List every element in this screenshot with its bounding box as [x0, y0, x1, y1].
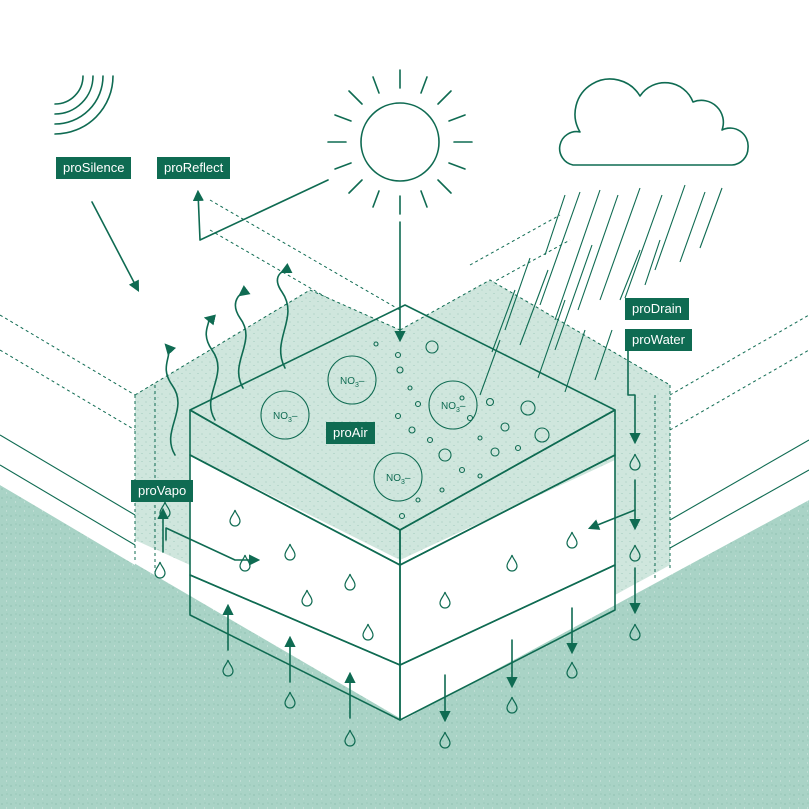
- label-pro-vapo: proVapo: [131, 480, 194, 502]
- label-pro-water: proWater: [625, 329, 692, 351]
- pit-outline: [134, 279, 671, 580]
- label-pro-air: proAir: [326, 422, 375, 444]
- nitrate-circle: NO3–: [327, 355, 377, 405]
- rain-icon: [479, 184, 723, 396]
- label-pro-reflect: proReflect: [157, 157, 231, 179]
- sound-waves-icon: [54, 75, 114, 135]
- left-pit-wall: [135, 290, 400, 565]
- vapor-wave-icons: [164, 262, 293, 456]
- svg-text:NO3–: NO3–: [441, 401, 466, 414]
- reflect-arrow: [192, 179, 329, 241]
- capillary-arrows: [157, 339, 641, 723]
- air-bubbles: [373, 340, 550, 520]
- sound-arrow: [91, 201, 140, 292]
- cloud-icon: [558, 78, 749, 166]
- right-wall: [670, 315, 809, 575]
- svg-text:NO3–: NO3–: [386, 473, 411, 486]
- left-wall: [0, 315, 135, 565]
- svg-text:NO3–: NO3–: [340, 376, 365, 389]
- label-pro-drain: proDrain: [625, 298, 689, 320]
- nitrate-circle: NO3–: [373, 452, 423, 502]
- label-pro-silence: proSilence: [56, 157, 132, 179]
- pavement-block: [189, 304, 616, 721]
- nitrate-circle: NO3–: [428, 380, 478, 430]
- ground: [0, 485, 809, 809]
- nitrate-molecules: NO3– NO3– NO3– NO3–: [260, 355, 478, 502]
- sun-icon: [327, 69, 473, 215]
- nitrate-circle: NO3–: [260, 390, 310, 440]
- svg-text:NO3–: NO3–: [273, 411, 298, 424]
